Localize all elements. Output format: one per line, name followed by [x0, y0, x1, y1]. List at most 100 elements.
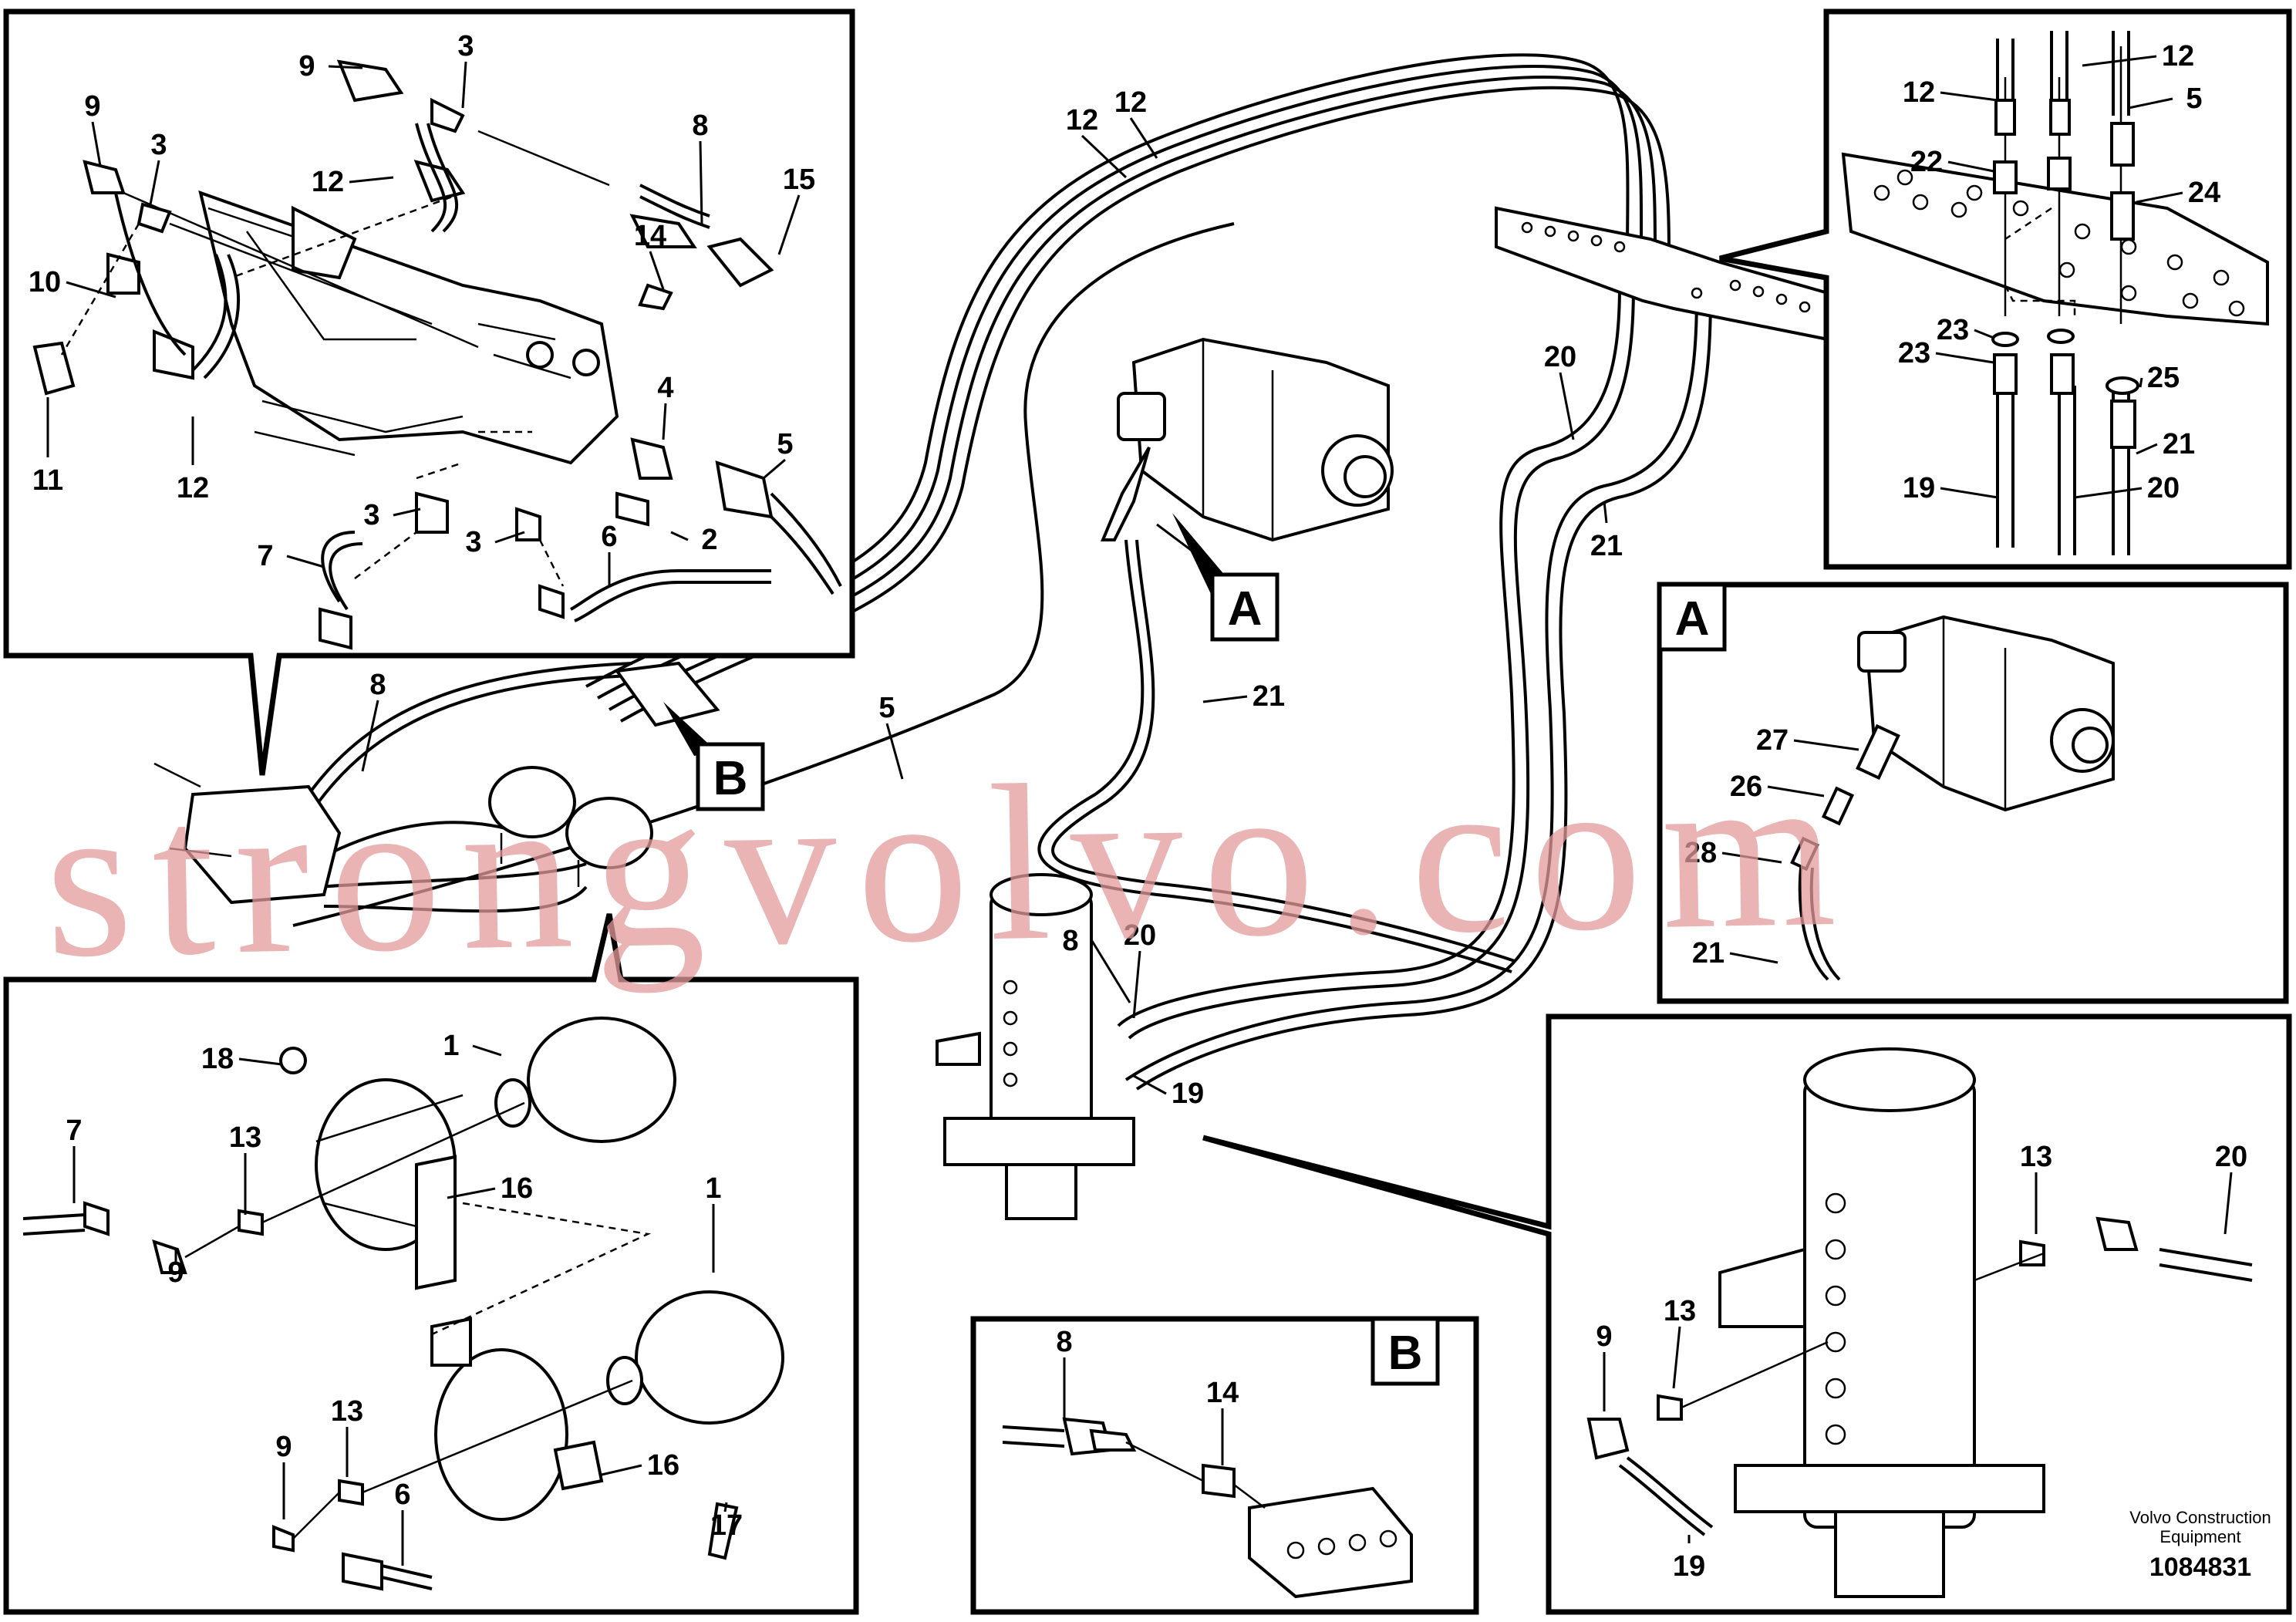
- part-number-label: 17: [710, 1509, 743, 1542]
- leader-line: [1672, 1326, 1681, 1389]
- part-number-label: 21: [1590, 530, 1623, 562]
- part-number-label: 13: [229, 1121, 261, 1154]
- leader-line: [1767, 785, 1825, 798]
- part-number-label: 12: [1114, 86, 1147, 119]
- leader-line: [1935, 352, 1994, 364]
- part-number-label: 10: [29, 266, 61, 298]
- callout-a-main: A: [1156, 513, 1279, 642]
- leader-lines: [46, 55, 2233, 1566]
- part-number-label: 4: [657, 372, 673, 404]
- part-number-label: 8: [692, 110, 708, 142]
- part-number-label: 21: [1692, 937, 1725, 969]
- leader-line: [723, 1502, 728, 1512]
- part-number-label: 20: [2147, 472, 2180, 504]
- mounting-plate: [1495, 206, 1829, 342]
- part-number-label: 12: [2162, 40, 2194, 73]
- leader-line: [447, 1187, 496, 1199]
- part-number-label: 26: [1730, 771, 1762, 803]
- footer-block: Volvo Construction Equipment 1084831: [2129, 1508, 2271, 1582]
- watermark-text: strongvolvo.com: [43, 724, 1858, 1003]
- view-b-title: B: [1388, 1327, 1423, 1380]
- part-number-label: 20: [1124, 919, 1156, 952]
- part-number-label: 11: [32, 464, 63, 497]
- part-number-label: 5: [878, 692, 895, 724]
- part-number-label: 25: [2147, 362, 2180, 394]
- part-number-label: 6: [394, 1479, 410, 1511]
- part-number-label: 2: [701, 524, 717, 556]
- view-label-b: B: [1371, 1317, 1440, 1386]
- hose-block-b: [614, 661, 720, 727]
- leader-line: [91, 121, 102, 167]
- accumulators: [488, 766, 653, 887]
- part-number-label: 14: [1206, 1377, 1239, 1409]
- part-number-label: 12: [1903, 76, 1935, 109]
- part-number-label: 6: [601, 521, 617, 553]
- part-number-label: 24: [2188, 177, 2220, 209]
- document-number: 1084831: [2149, 1553, 2251, 1582]
- part-number-label: 13: [331, 1395, 363, 1428]
- part-number-label: 19: [1172, 1077, 1204, 1110]
- leader-line: [1132, 950, 1141, 1019]
- detail-frame-bottom-left: [3, 913, 859, 1615]
- part-number-label: 22: [1910, 146, 1943, 178]
- part-number-label: 13: [2020, 1141, 2052, 1173]
- view-label-a: A: [1657, 582, 1727, 652]
- part-number-label: 28: [1684, 837, 1717, 869]
- leader-line: [763, 458, 786, 480]
- leader-line: [670, 531, 689, 541]
- part-number-label: 12: [177, 472, 209, 504]
- part-number-label: 19: [1903, 472, 1935, 504]
- leader-line: [1081, 134, 1128, 179]
- leader-line: [2128, 97, 2173, 110]
- part-number-label: 9: [298, 50, 315, 83]
- part-number-label: 18: [201, 1043, 234, 1075]
- leader-line: [494, 531, 525, 544]
- leader-line: [2136, 443, 2158, 455]
- leader-line: [1133, 1074, 1167, 1095]
- callout-b-label: B: [713, 752, 748, 805]
- leader-line: [66, 281, 116, 298]
- leader-line: [1091, 940, 1131, 1003]
- part-number-label: 8: [369, 669, 386, 701]
- part-number-label: 9: [1596, 1320, 1612, 1353]
- part-number-label: 9: [167, 1256, 184, 1289]
- brand-line-1: Volvo Construction: [2129, 1508, 2271, 1527]
- callout-b-main: B: [663, 702, 765, 811]
- part-number-label: 1: [443, 1030, 459, 1062]
- leader-line: [777, 194, 801, 255]
- part-number-label: 20: [2215, 1141, 2247, 1173]
- main-assembly: [153, 51, 1829, 1220]
- part-number-label: 8: [1062, 925, 1078, 957]
- detail-frame-bottom-right: [1202, 1013, 2292, 1615]
- leader-line: [149, 160, 160, 205]
- part-number-label: 20: [1544, 341, 1576, 373]
- part-number-label: 27: [1756, 724, 1789, 757]
- leader-line: [1793, 739, 1859, 751]
- leader-line: [1202, 695, 1248, 703]
- leader-line: [472, 1044, 502, 1057]
- leader-line: [361, 700, 379, 772]
- part-number-label: 1: [705, 1172, 721, 1205]
- leader-line: [328, 65, 363, 69]
- detail-frame-view-b: [970, 1316, 1479, 1615]
- part-number-label: 23: [1898, 337, 1930, 369]
- detail-frame-view-a: [1657, 582, 2289, 1004]
- part-number-label: 5: [2186, 83, 2202, 115]
- leader-line: [1129, 117, 1158, 159]
- part-number-label: 19: [1673, 1550, 1705, 1583]
- part-number-label: 3: [150, 129, 167, 161]
- leader-line: [461, 61, 467, 109]
- leader-line: [662, 403, 667, 440]
- detail-frame-top-right: [1719, 8, 2292, 570]
- part-number-label: 13: [1664, 1295, 1696, 1327]
- part-number-label: 3: [363, 499, 379, 531]
- part-number-label: 3: [457, 30, 474, 62]
- detail-frame-top-left: [3, 8, 855, 776]
- leader-line: [349, 176, 394, 184]
- leader-line: [1729, 952, 1778, 964]
- leader-line: [238, 1057, 282, 1066]
- part-number-label: 12: [312, 166, 344, 198]
- leader-line: [1974, 329, 1994, 339]
- part-number-label: 12: [1066, 104, 1098, 137]
